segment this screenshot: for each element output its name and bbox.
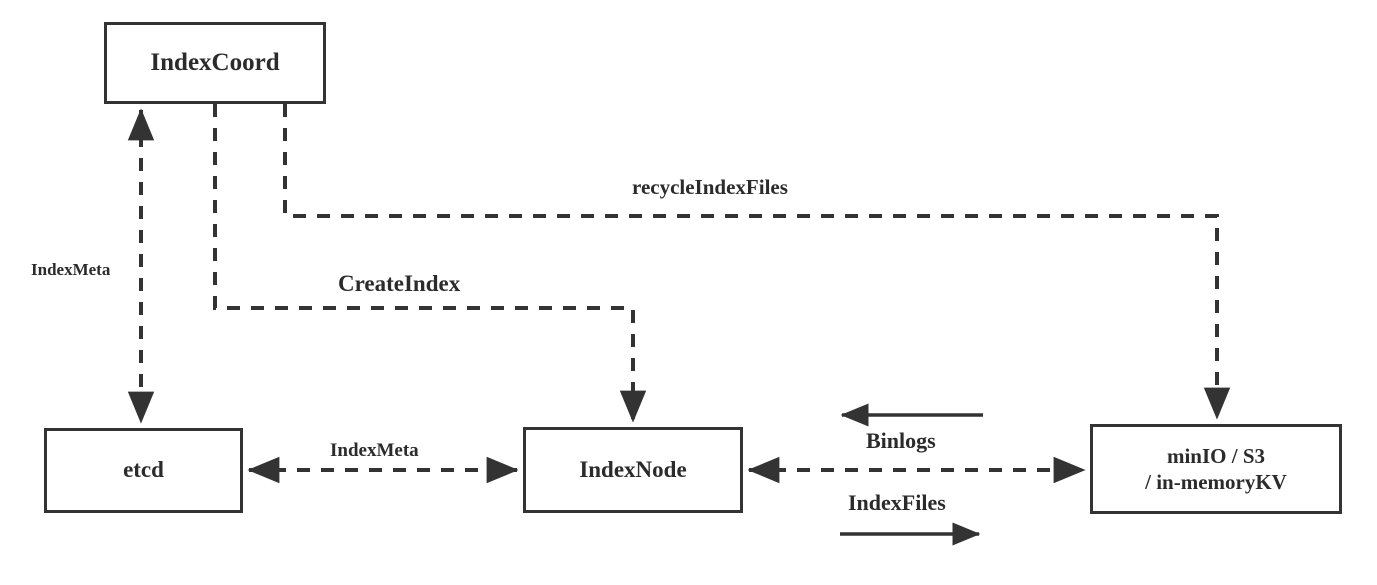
node-etcd-label: etcd bbox=[123, 457, 164, 483]
edge-indexcoord-indexnode bbox=[213, 104, 647, 423]
node-indexcoord-label: IndexCoord bbox=[150, 49, 280, 77]
node-minio-label: minIO / S3 / in-memoryKV bbox=[1145, 443, 1287, 494]
node-minio[interactable]: minIO / S3 / in-memoryKV bbox=[1090, 424, 1342, 514]
edge-label-indexmeta-etcd-indexnode: IndexMeta bbox=[330, 440, 419, 461]
edge-label-indexfiles: IndexFiles bbox=[848, 490, 946, 515]
edge-label-indexmeta-coord-etcd: IndexMeta bbox=[31, 260, 111, 279]
node-indexnode-label: IndexNode bbox=[579, 456, 687, 482]
edge-label-binlogs: Binlogs bbox=[866, 428, 936, 453]
node-indexcoord[interactable]: IndexCoord bbox=[104, 22, 326, 104]
edge-label-createindex: CreateIndex bbox=[338, 271, 461, 296]
edge-label-recycleindexfiles: recycleIndexFiles bbox=[632, 175, 788, 199]
node-etcd[interactable]: etcd bbox=[44, 428, 243, 513]
node-indexnode[interactable]: IndexNode bbox=[523, 427, 743, 513]
edge-indexcoord-minio bbox=[283, 104, 1231, 420]
